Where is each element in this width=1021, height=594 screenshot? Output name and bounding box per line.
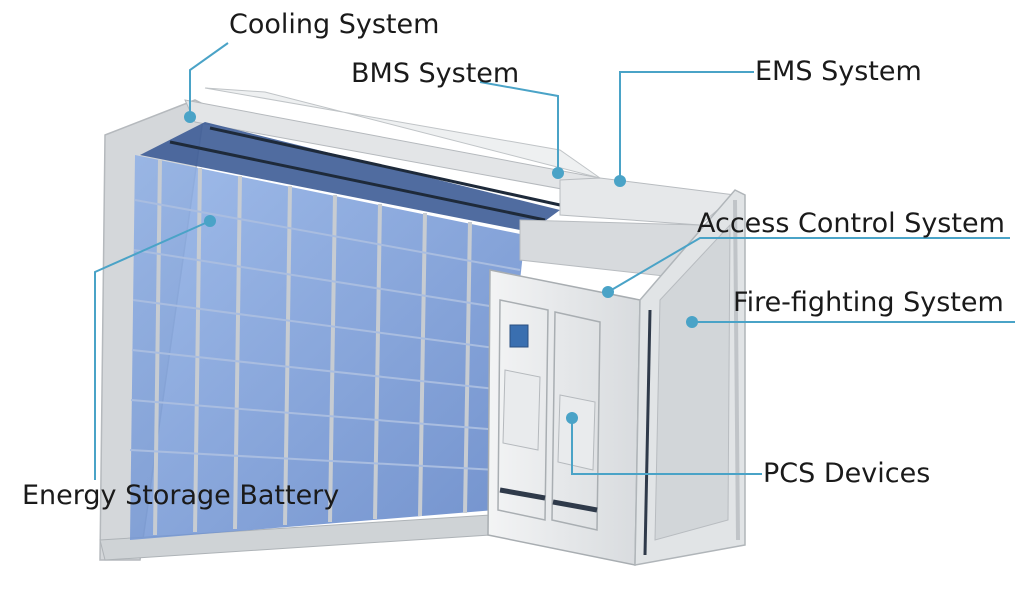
leader-dots	[184, 111, 698, 424]
leader-pcs	[571, 418, 762, 475]
label-ems-system: EMS System	[755, 56, 922, 87]
leader-bms	[479, 81, 559, 173]
dot-ems	[614, 175, 626, 187]
leader-access	[607, 237, 1010, 293]
dot-fire	[686, 316, 698, 328]
leader-battery	[94, 220, 211, 480]
label-pcs-devices: PCS Devices	[763, 458, 931, 489]
leader-lines	[94, 42, 1015, 480]
dot-battery	[204, 215, 216, 227]
energy-storage-battery-racks	[129, 122, 561, 540]
leader-ems	[619, 71, 754, 181]
label-cooling-system: Cooling System	[229, 9, 440, 40]
dot-access	[602, 286, 614, 298]
dot-bms	[552, 167, 564, 179]
label-bms-system: BMS System	[351, 58, 520, 89]
dot-pcs	[566, 412, 578, 424]
label-energy-storage-battery: Energy Storage Battery	[22, 480, 340, 511]
dot-cooling	[184, 111, 196, 123]
label-fire-fighting-system: Fire-fighting System	[733, 287, 1004, 318]
label-access-control-system: Access Control System	[697, 208, 1005, 239]
leader-cooling	[189, 42, 229, 117]
